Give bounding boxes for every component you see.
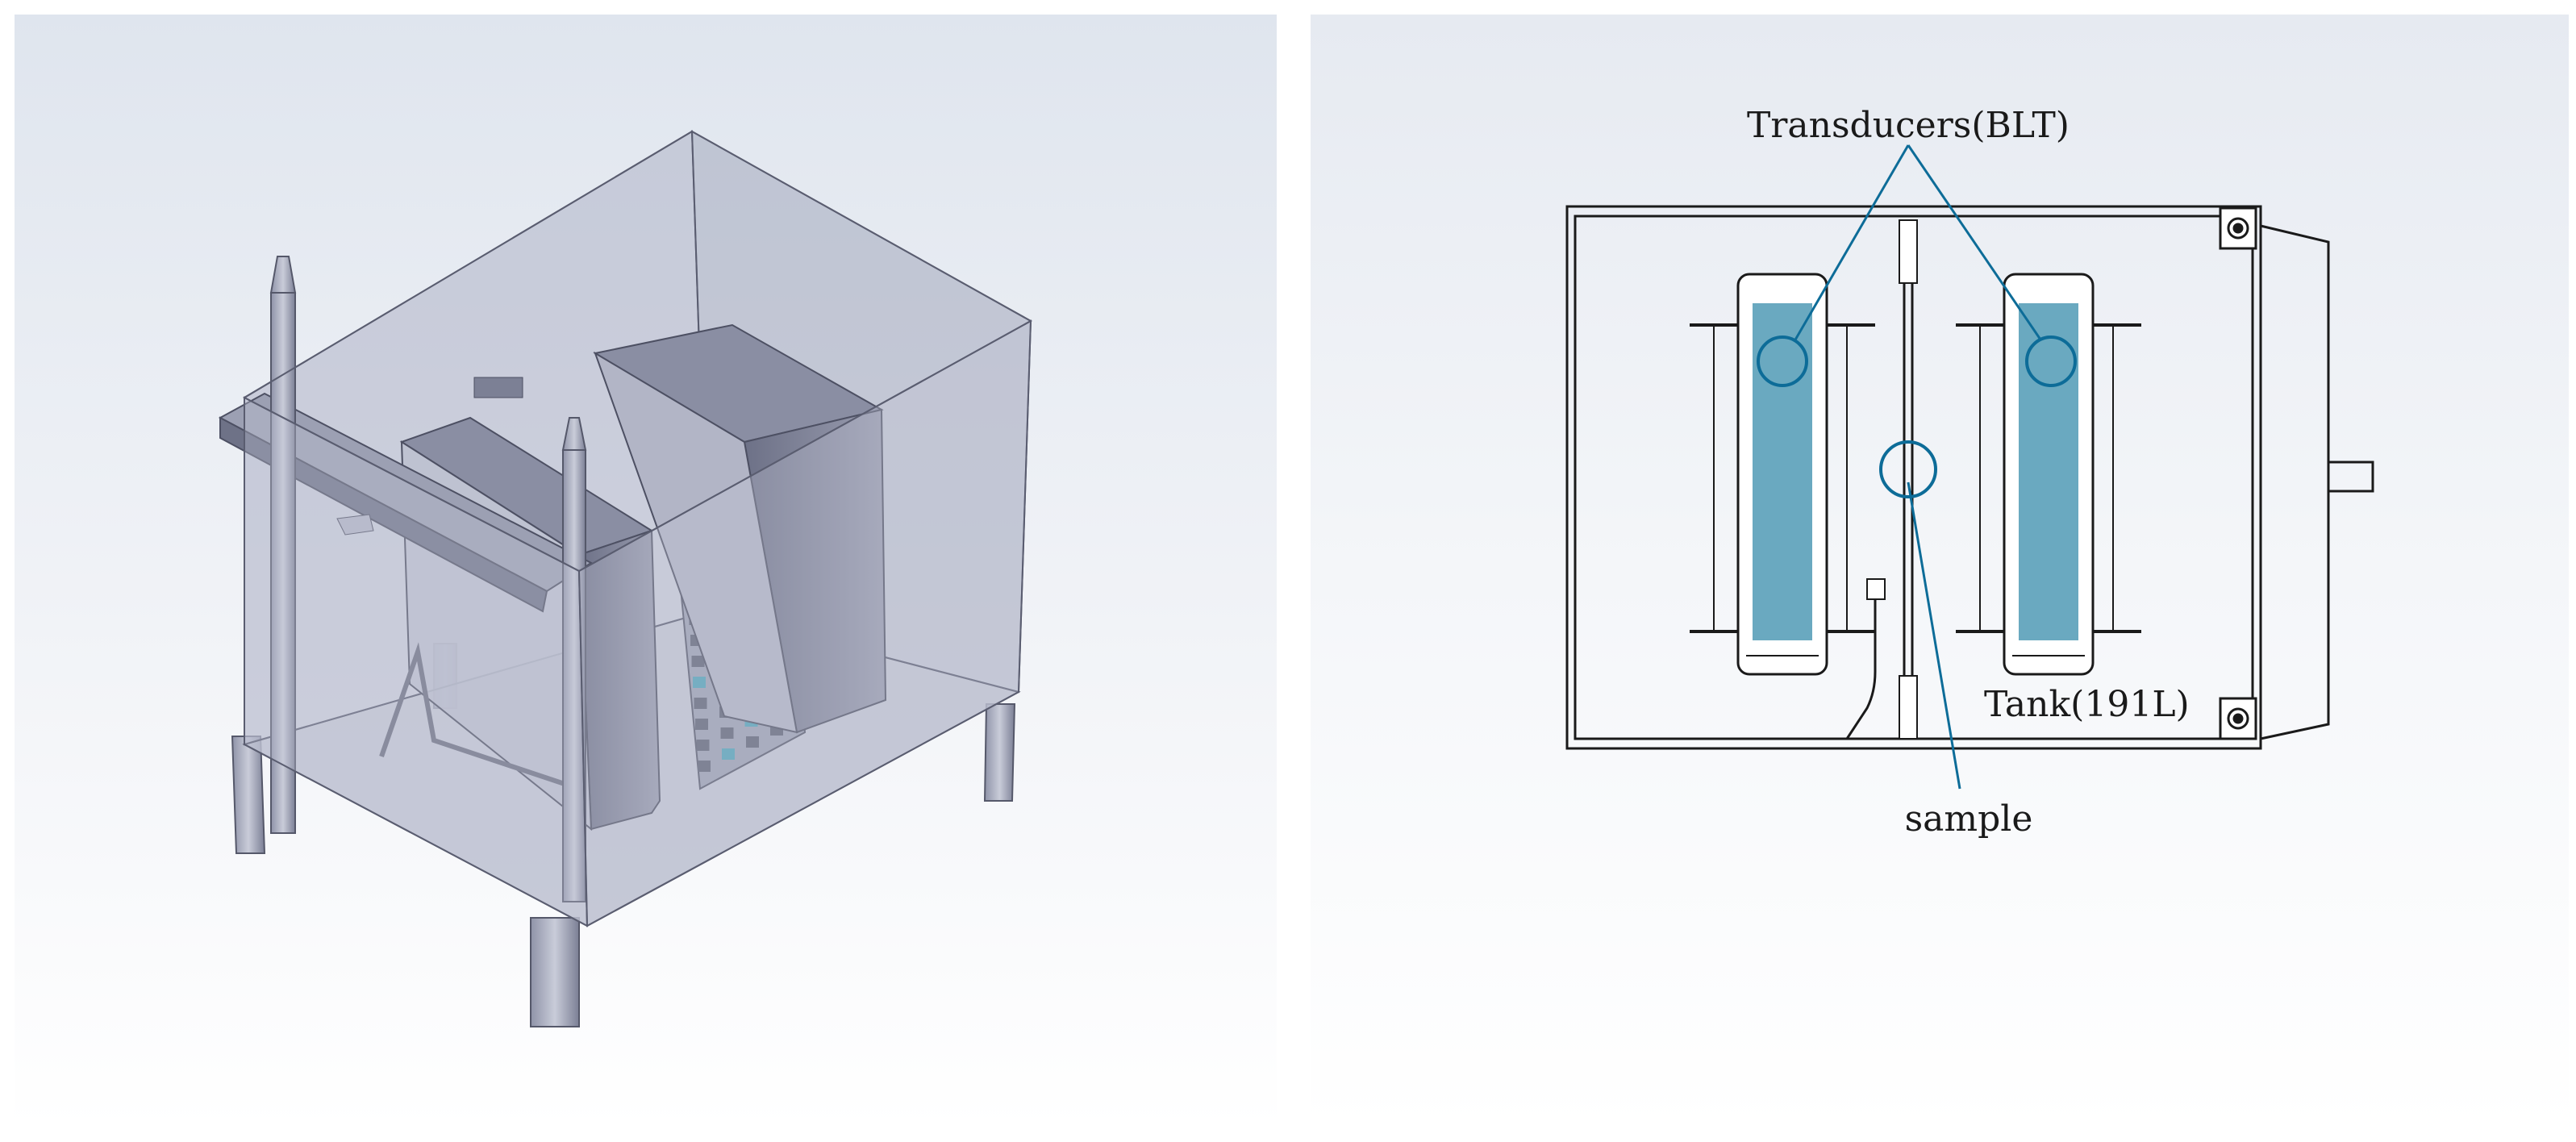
schematic-background [1311,15,2569,1127]
top-view-panel: Transducers(BLT) Tank(191L) sample [1311,15,2569,1127]
rear-transducer-box [473,323,887,734]
top-view-schematic: Transducers(BLT) Tank(191L) sample [1311,15,2569,1127]
inner-stand [379,642,580,791]
support-posts [269,256,587,902]
sample-callout [1879,440,1937,498]
corner-bolts [2219,206,2257,740]
top-crossbar [218,392,594,613]
isometric-tank-render [15,15,1277,1127]
left-transducer-callout [1757,336,1808,387]
callout-circles [1757,336,2077,498]
right-transducer-callout [2025,336,2077,387]
leader-lines [1793,144,2042,790]
tank-top-rim [242,130,1033,573]
isometric-view-panel [15,15,1277,1127]
sample-label: sample [1905,798,2033,840]
transducers-label: Transducers(BLT) [1747,105,2070,146]
tank-label: Tank(191L) [1984,684,2190,725]
sample-holder [1845,219,1918,740]
